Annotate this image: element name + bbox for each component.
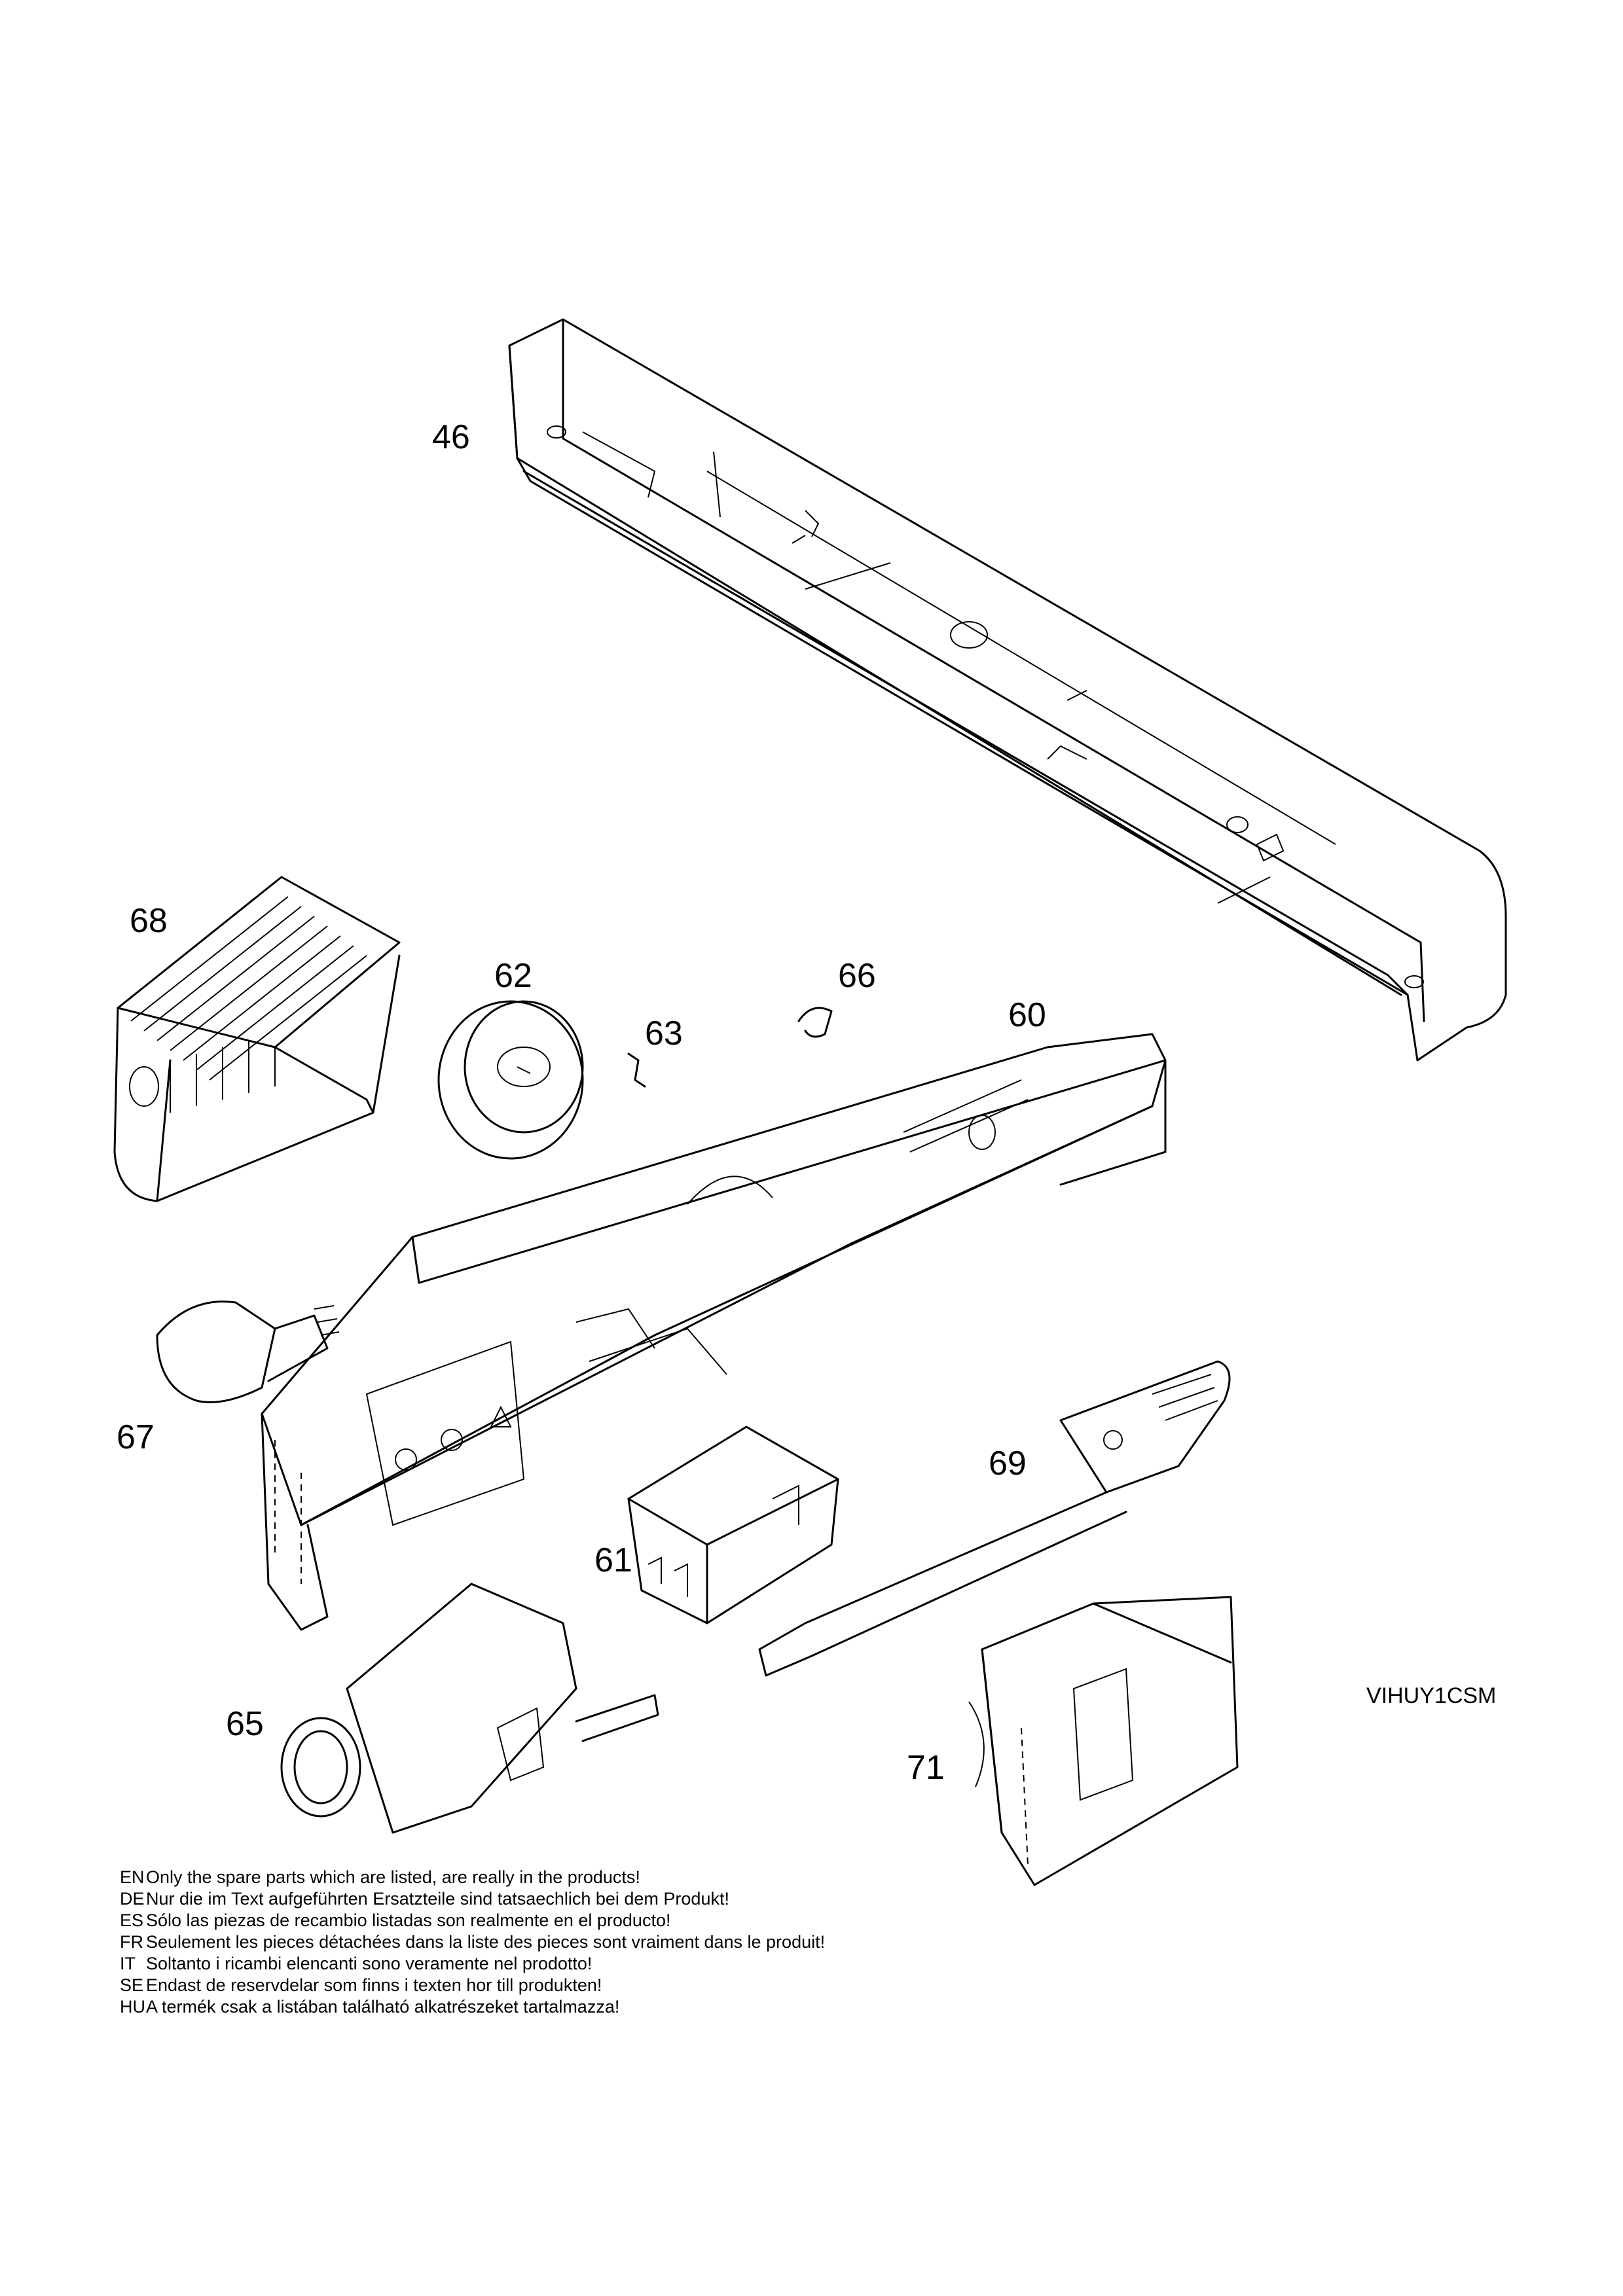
callout-46: 46	[432, 418, 470, 456]
note-row: HUA termék csak a listában található alk…	[120, 1996, 825, 2018]
note-text: A termék csak a listában található alkat…	[146, 1997, 620, 2017]
callout-61: 61	[594, 1541, 632, 1579]
language-code: FR	[120, 1932, 143, 1952]
language-code: DE	[120, 1889, 145, 1909]
note-row: DENur die im Text aufgeführten Ersatztei…	[120, 1888, 825, 1910]
spare-parts-notice: ENOnly the spare parts which are listed,…	[120, 1867, 825, 2018]
callout-65: 65	[226, 1705, 264, 1743]
part-62-knob	[437, 1000, 584, 1160]
part-63-clip	[627, 1052, 646, 1088]
part-46-top-cover	[508, 318, 1507, 1062]
note-text: Nur die im Text aufgeführten Ersatzteile…	[146, 1889, 729, 1909]
part-66-ring-clip	[797, 1007, 833, 1038]
part-68-slatted-bracket	[113, 876, 401, 1202]
callout-62: 62	[494, 957, 532, 995]
part-60-control-housing	[261, 1033, 1167, 1631]
part-61-thermostat	[627, 1426, 839, 1624]
language-code: SE	[120, 1975, 144, 1995]
callout-66: 66	[838, 957, 876, 995]
note-text: Sólo las piezas de recambio listadas son…	[146, 1910, 671, 1930]
callout-63: 63	[645, 1014, 683, 1052]
note-text: Seulement les pieces détachées dans la l…	[146, 1932, 826, 1952]
callout-69: 69	[989, 1444, 1027, 1482]
callout-71: 71	[907, 1749, 945, 1787]
language-code: EN	[120, 1867, 145, 1887]
note-text: Endast de reservdelar som finns i texten…	[146, 1975, 602, 1995]
callout-67: 67	[117, 1418, 155, 1456]
callout-68: 68	[130, 902, 168, 940]
part-69-lever-arm	[758, 1360, 1231, 1677]
part-71-cover-plate	[968, 1596, 1239, 1886]
language-code: IT	[120, 1954, 136, 1973]
note-text: Only the spare parts which are listed, a…	[146, 1867, 640, 1887]
callout-60: 60	[1008, 996, 1046, 1034]
part-67-lamp	[156, 1300, 340, 1403]
part-65-switch-assembly	[280, 1583, 659, 1834]
note-text: Soltanto i ricambi elencanti sono verame…	[146, 1954, 593, 1973]
drawing-code: VIHUY1CSM	[1366, 1683, 1497, 1708]
note-row: ENOnly the spare parts which are listed,…	[120, 1867, 825, 1888]
language-code: ES	[120, 1910, 144, 1930]
note-row: IT Soltanto i ricambi elencanti sono vera…	[120, 1953, 825, 1975]
language-code: HU	[120, 1997, 145, 2017]
